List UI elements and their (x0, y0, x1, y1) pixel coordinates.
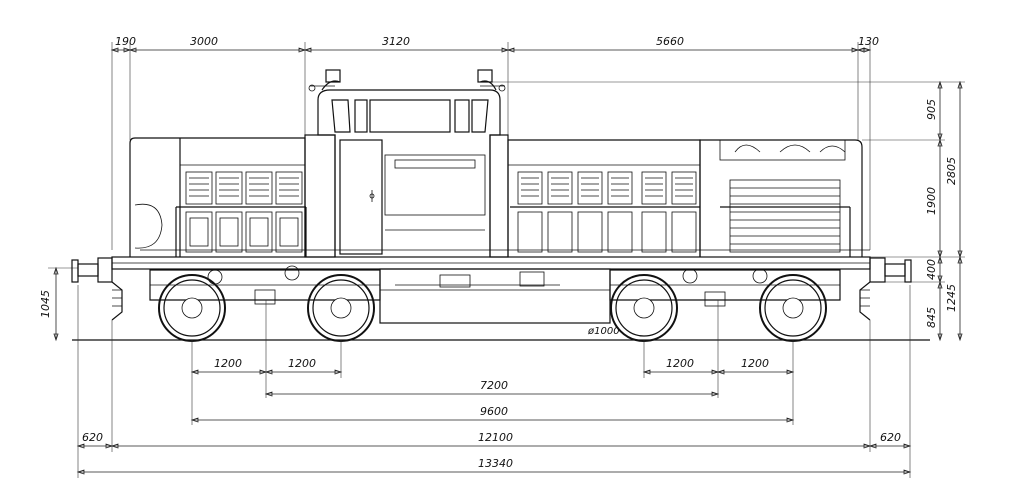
bogie-left (149, 265, 381, 305)
dim-total: 13340 (478, 457, 513, 470)
buffer-right (859, 257, 912, 321)
short-hood-louvres (185, 171, 303, 205)
dim-right-905: 905 (925, 99, 938, 120)
dim-bogie-right-b: 1200 (741, 357, 769, 370)
top-dimension-chain: 190 3000 3120 5660 130 (110, 35, 879, 250)
bottom-dimension-chains: 1200 1200 1200 1200 7200 9600 620 12100 … (76, 285, 912, 478)
cab (304, 69, 509, 258)
dim-right-845: 845 (925, 307, 938, 328)
wheel-diameter-note: ø1000 (587, 326, 620, 337)
left-dimension: 1045 (39, 266, 78, 342)
underframe (111, 256, 871, 324)
dim-top-130: 130 (858, 35, 879, 48)
radiator-grille (719, 139, 846, 253)
buffer-left (71, 257, 123, 321)
dim-overhang-left: 620 (82, 431, 103, 444)
long-hood (507, 139, 863, 257)
dim-top-3120: 3120 (382, 35, 410, 48)
right-dimension-chain: 905 1900 2805 400 845 1245 (490, 80, 965, 342)
dim-right-400: 400 (925, 259, 938, 280)
dim-top-5660: 5660 (656, 35, 684, 48)
dim-axle-span: 9600 (480, 405, 508, 418)
short-hood-doors (185, 211, 303, 253)
wheel-right-1 (610, 274, 678, 342)
long-hood-doors (517, 211, 697, 253)
bogie-right (609, 268, 841, 307)
dim-top-3000: 3000 (190, 35, 218, 48)
dim-bogie-right-a: 1200 (666, 357, 694, 370)
dim-bogie-left-a: 1200 (214, 357, 242, 370)
dim-right-2805: 2805 (945, 157, 958, 185)
dim-overhang-right: 620 (880, 431, 901, 444)
short-hood (129, 137, 307, 257)
dim-body: 12100 (478, 431, 513, 444)
dim-bogie-left-b: 1200 (288, 357, 316, 370)
dim-right-1900: 1900 (925, 187, 938, 215)
dim-pivot: 7200 (480, 379, 508, 392)
wheel-left-1 (158, 274, 226, 342)
wheel-right-2 (759, 274, 827, 342)
cab-windows (331, 99, 489, 133)
dim-right-1245: 1245 (945, 284, 958, 312)
long-hood-louvres (517, 171, 697, 205)
dim-top-190: 190 (115, 35, 136, 48)
cab-roof-horns (308, 69, 506, 92)
dim-left-1045: 1045 (39, 290, 52, 318)
